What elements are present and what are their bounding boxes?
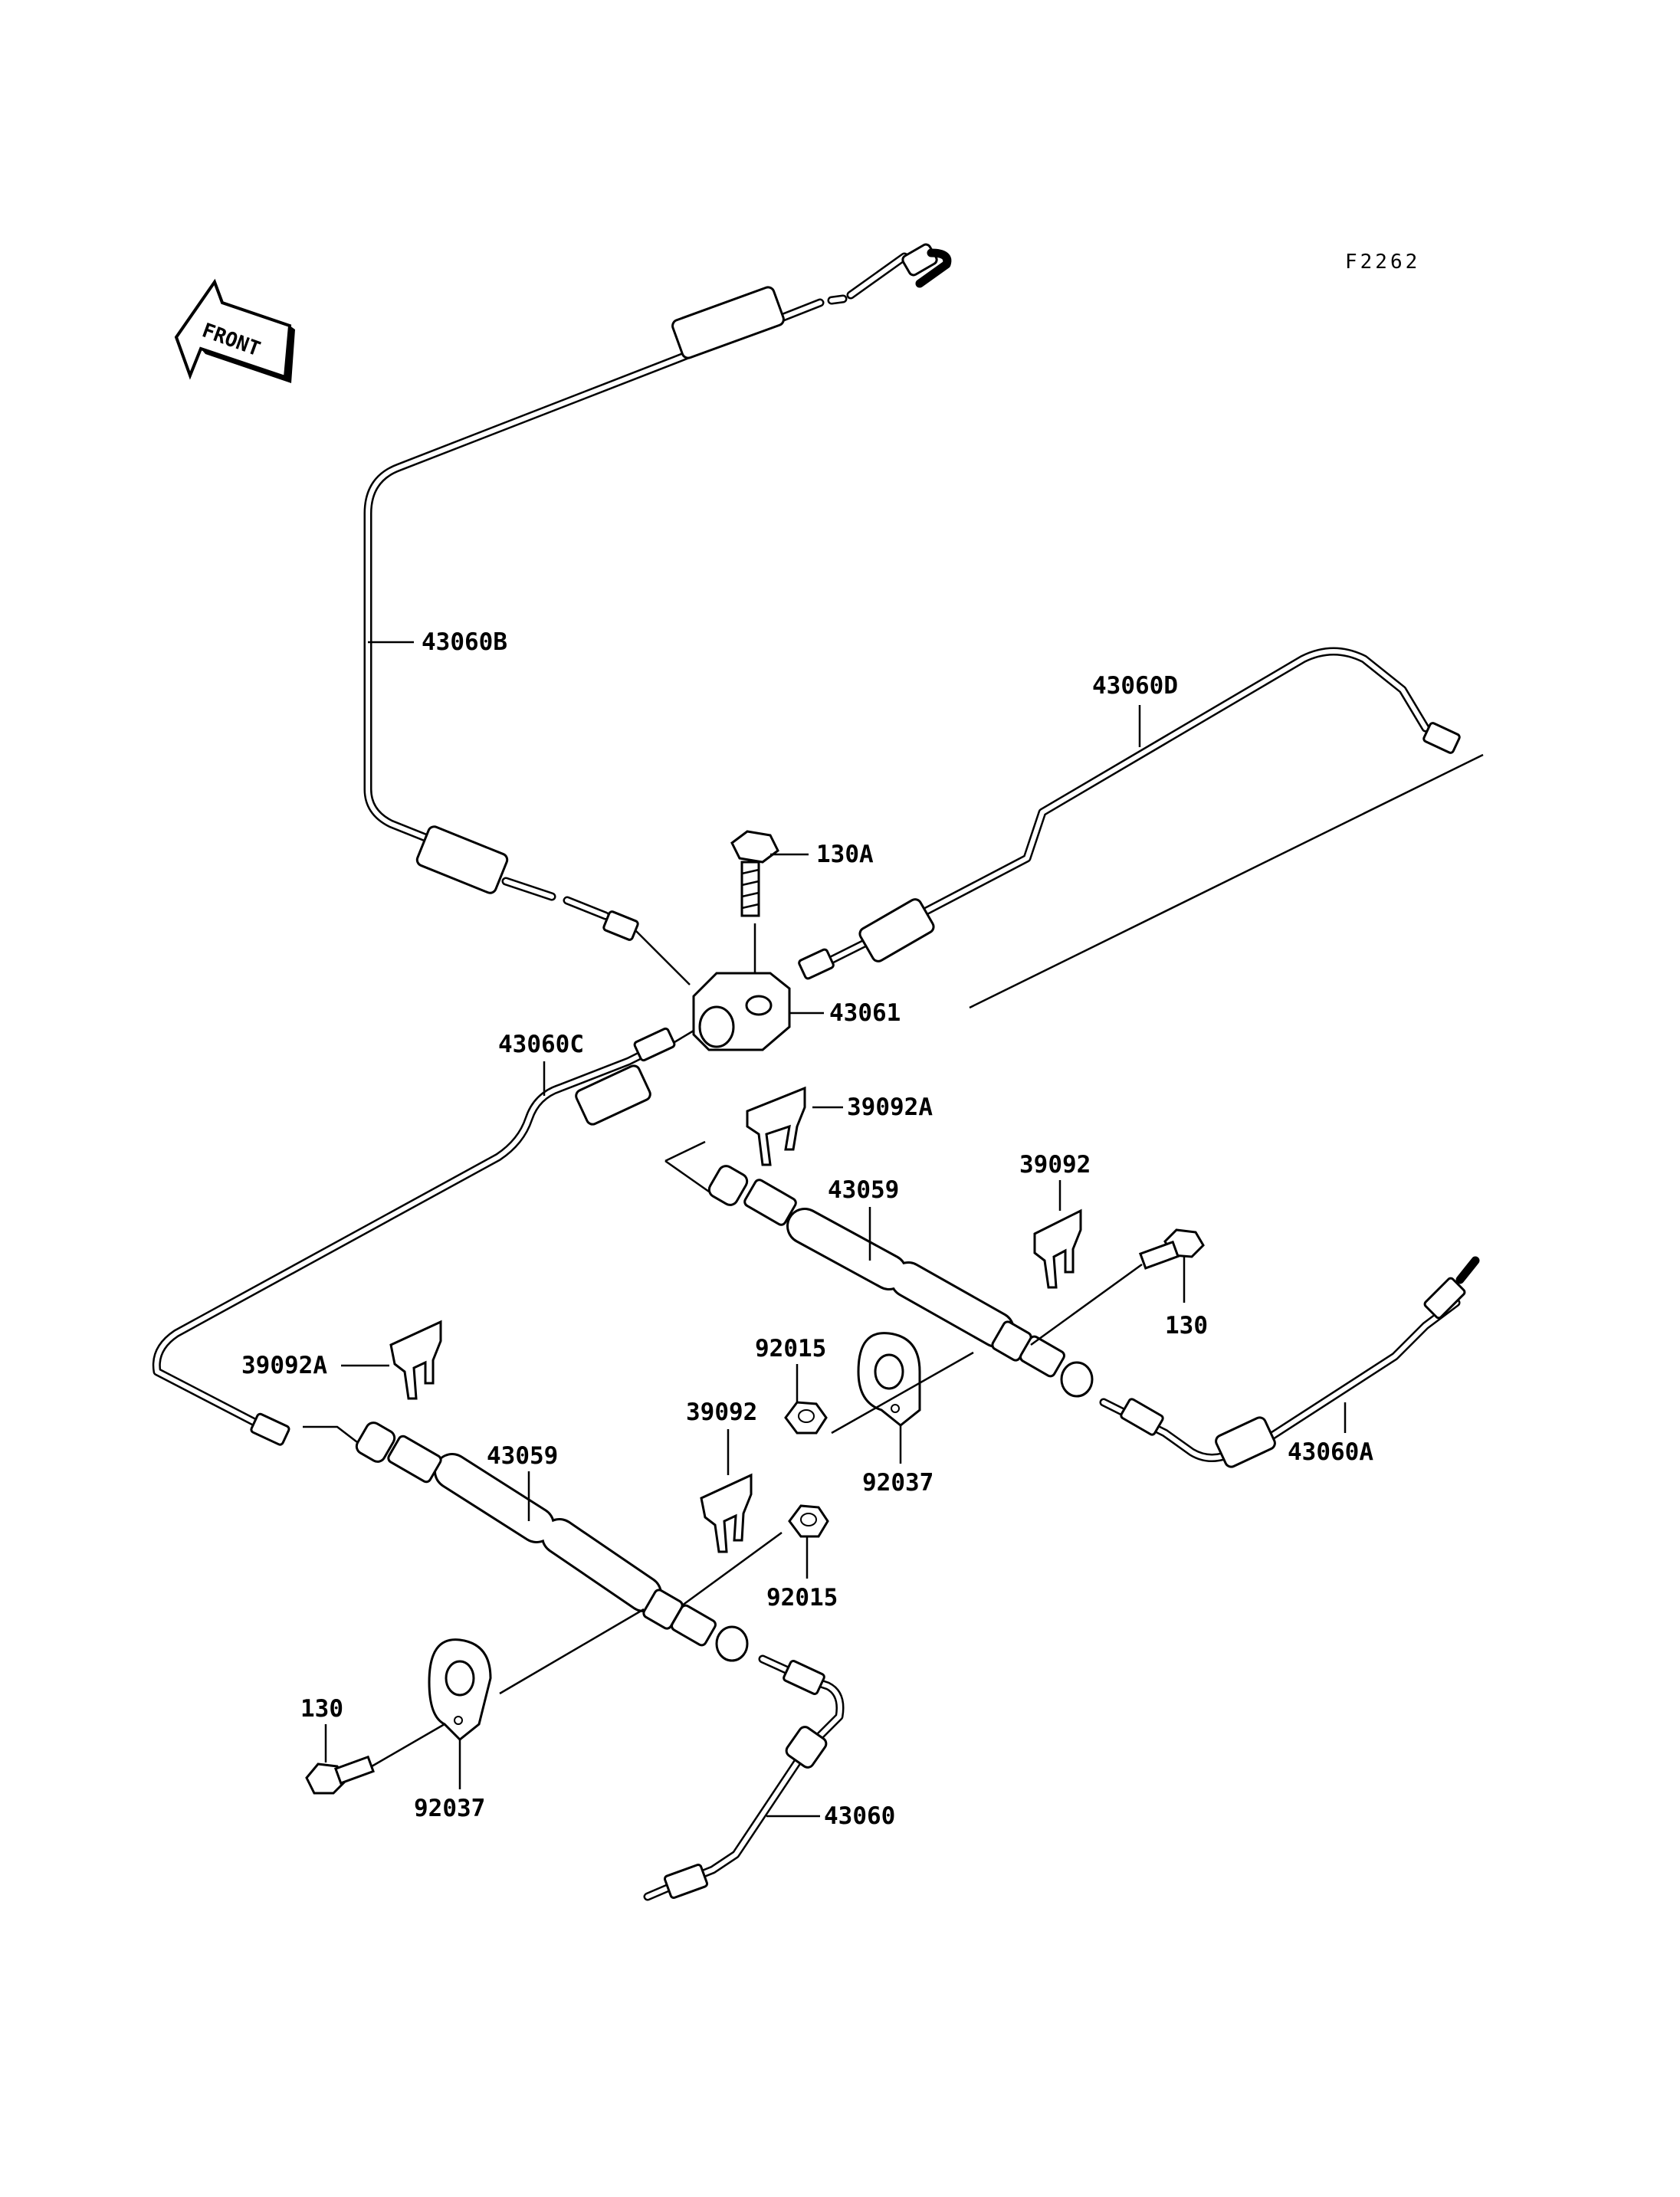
label-39092-mid: 39092 <box>686 1399 757 1426</box>
label-130-right: 130 <box>1165 1312 1208 1340</box>
clip-39092-mid <box>700 1473 753 1553</box>
label-92037-bottom: 92037 <box>414 1795 485 1822</box>
pipe-43060A <box>1099 1256 1480 1468</box>
bolt-130A <box>730 830 779 917</box>
label-92037-mid: 92037 <box>862 1469 934 1497</box>
pipe-43060 <box>643 1654 845 1901</box>
clamp-92037-mid <box>857 1332 921 1427</box>
hose-43059-bottom <box>303 1421 749 1662</box>
label-43060B: 43060B <box>422 628 507 656</box>
label-92015-top: 92015 <box>755 1335 826 1362</box>
clamp-92037-bottom <box>428 1638 492 1742</box>
pipe-43060B <box>363 243 952 941</box>
hose-43059-top <box>707 1165 1094 1398</box>
clip-39092A-left <box>389 1320 442 1400</box>
front-arrow-icon: FRONT <box>174 278 295 383</box>
label-130A: 130A <box>816 841 874 868</box>
label-43060D: 43060D <box>1092 672 1178 700</box>
label-43060A: 43060A <box>1288 1438 1373 1466</box>
label-39092A-left: 39092A <box>241 1352 327 1379</box>
label-43060C: 43060C <box>498 1031 584 1058</box>
junction-43061 <box>692 972 791 1051</box>
label-43061: 43061 <box>829 999 901 1027</box>
bolt-130-left <box>305 1755 375 1795</box>
pipe-43060C <box>152 1027 676 1446</box>
label-130-left: 130 <box>300 1695 343 1723</box>
figure-code: F2262 <box>1345 251 1420 274</box>
clip-39092A-top <box>746 1086 806 1166</box>
bolt-130-right <box>1138 1228 1205 1270</box>
label-43059-top: 43059 <box>828 1176 899 1204</box>
label-92015-bottom: 92015 <box>766 1584 838 1612</box>
nut-92015-top <box>784 1401 828 1435</box>
label-43059-bottom: 43059 <box>487 1442 558 1470</box>
label-43060: 43060 <box>824 1802 895 1830</box>
nut-92015-bottom <box>788 1504 829 1538</box>
label-39092-right: 39092 <box>1019 1151 1091 1179</box>
clip-39092-right <box>1033 1208 1082 1289</box>
label-39092A-top: 39092A <box>847 1094 933 1121</box>
pipe-43060D <box>798 647 1461 980</box>
